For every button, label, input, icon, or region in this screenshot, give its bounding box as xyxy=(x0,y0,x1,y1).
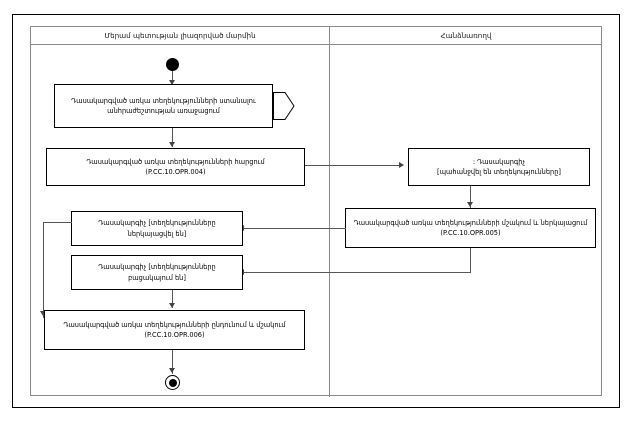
edge-process-to-presented xyxy=(243,228,345,229)
node-action-receive-process-line1: Դասակարգված առկա տեղեկությունների ընդուն… xyxy=(63,320,286,329)
node-state-classifier-requested-line1: : Դասակարգիչ xyxy=(472,157,526,166)
edge-missing-to-receive-arrowhead xyxy=(169,303,175,308)
node-action-receive-process-code: (P.CC.10.OPR.006) xyxy=(144,331,205,339)
edge-process-to-missing-vertical xyxy=(470,248,471,273)
swimlane-title-left: Մերամ պետության լիազորված մարմին xyxy=(104,31,256,40)
swimlane-header-row xyxy=(31,27,601,45)
node-state-classifier-missing: Դասակարգիչ [տեղեկությունները բացակայում … xyxy=(71,255,243,290)
edge-request-to-classifier-arrowhead xyxy=(399,162,404,168)
edge-prep-to-request-arrowhead xyxy=(169,142,175,147)
node-state-classifier-presented-line2: ներկայացվել են] xyxy=(127,229,187,238)
node-state-classifier-presented: Դասակարգիչ [տեղեկությունները ներկայացվել… xyxy=(71,211,243,246)
node-action-request-line1: Դասակարգված առկա տեղեկությունների հարցու… xyxy=(86,157,265,166)
node-state-classifier-missing-line1: Դասակարգիչ [տեղեկությունները xyxy=(98,263,216,272)
edge-missing-to-receive xyxy=(172,290,173,308)
node-state-classifier-requested: : Դասակարգիչ [պահանջվել են տեղեկությունն… xyxy=(408,148,590,186)
swimlane-title-right: Հանձնառողվ xyxy=(440,31,492,40)
node-action-request-prep: Դասակարգված առկա տեղեկությունների ստանալ… xyxy=(54,84,273,128)
edge-presented-to-receive-vertical xyxy=(43,222,44,318)
node-state-classifier-missing-line2: բացակայում են] xyxy=(128,273,186,282)
node-action-request-code: (P.CC.10.OPR.004) xyxy=(145,168,206,176)
node-state-classifier-requested-line2: [պահանջվել են տեղեկությունները] xyxy=(437,168,561,176)
swimlane-container: Մերամ պետության լիազորված մարմին Հանձնառ… xyxy=(30,26,602,397)
edge-initial-to-prep-arrowhead xyxy=(169,80,175,85)
node-action-process-present: Դասակարգված առկա տեղեկությունների մշակու… xyxy=(345,208,596,248)
node-action-receive-process: Դասակարգված առկա տեղեկությունների ընդուն… xyxy=(44,310,305,350)
edge-initial-to-prep xyxy=(172,71,173,84)
node-action-request-prep-line1: Դասակարգված առկա տեղեկությունների ստանալ… xyxy=(71,96,256,105)
edge-prep-to-request xyxy=(172,128,173,147)
swimlane-divider xyxy=(329,27,330,397)
node-state-classifier-presented-line1: Դասակարգիչ [տեղեկությունները xyxy=(98,219,216,228)
initial-node xyxy=(166,58,179,71)
edge-presented-to-receive-horizontal xyxy=(43,222,72,223)
edge-request-to-classifier xyxy=(305,165,403,166)
node-action-request-prep-line2: անհրաժեշտության առաջացում xyxy=(107,107,220,115)
node-action-process-present-code: (P.CC.10.OPR.005) xyxy=(440,229,501,237)
edge-presented-to-receive-arrowhead xyxy=(40,311,46,316)
final-node xyxy=(165,375,180,390)
node-action-request: Դասակարգված առկա տեղեկությունների հարցու… xyxy=(46,148,305,186)
send-signal-icon xyxy=(273,92,295,120)
node-action-process-present-line1: Դասակարգված առկա տեղեկությունների մշակու… xyxy=(353,218,588,227)
edge-classifier-to-process xyxy=(470,186,471,208)
edge-classifier-to-process-arrowhead xyxy=(467,202,473,207)
edge-receive-to-final-arrowhead xyxy=(169,368,175,373)
edge-process-to-presented-stub xyxy=(345,228,346,229)
edge-process-to-missing xyxy=(243,272,471,273)
edge-receive-to-final xyxy=(172,350,173,374)
